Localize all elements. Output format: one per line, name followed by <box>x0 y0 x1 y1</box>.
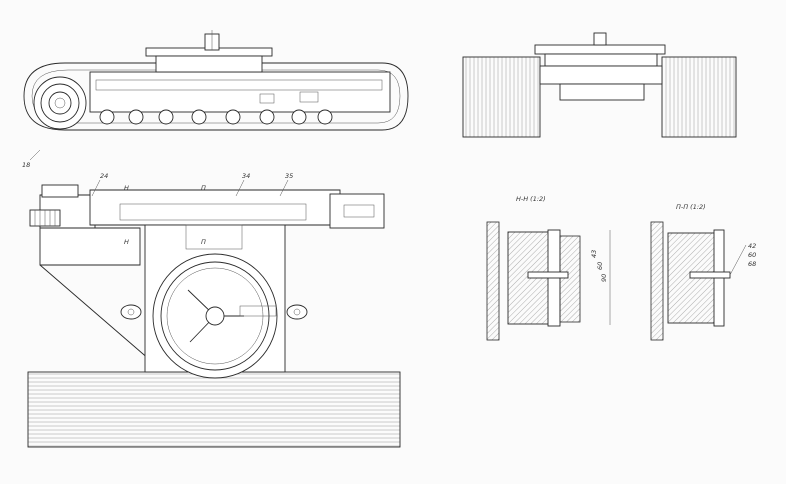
front-track-left <box>462 56 541 138</box>
plan-gearbox <box>39 227 141 266</box>
plan-beam-slot <box>119 203 307 221</box>
front-turntable <box>534 44 666 55</box>
section-hh: Н-Н (1:2) 90 43 60 <box>486 195 611 341</box>
callout-35: 35 <box>285 172 293 180</box>
plan-view: 24 34 35 H H П П <box>27 172 401 448</box>
callout-34: 34 <box>242 172 250 180</box>
section-hh-title: Н-Н (1:2) <box>516 195 546 203</box>
front-beam <box>544 53 658 67</box>
hh-dim-2: 60 <box>596 262 604 270</box>
callout-18: 18 <box>22 161 30 169</box>
section-pp-title: П-П (1:2) <box>676 203 706 211</box>
cut-mark-p-bottom: П <box>201 238 206 246</box>
section-pp-bolt <box>689 271 731 279</box>
road-wheels <box>99 109 333 125</box>
drive-sprocket <box>33 76 87 130</box>
side-frame-rail <box>95 79 383 91</box>
plan-end-bracket <box>329 193 385 229</box>
hh-dim-1: 43 <box>590 250 598 258</box>
front-view <box>462 32 737 138</box>
turntable-base <box>155 55 263 73</box>
section-pp: П-П (1:2) 42 60 68 <box>650 203 756 341</box>
track-outline <box>23 62 409 131</box>
cut-mark-h-top: H <box>124 184 129 192</box>
cut-mark-h-bottom: H <box>124 238 129 246</box>
pp-dim-2: 60 <box>748 251 756 259</box>
plan-motor <box>41 184 79 198</box>
side-view: 18 <box>22 30 409 169</box>
front-axle <box>559 83 645 101</box>
lug-left <box>120 304 142 320</box>
lug-right <box>286 304 308 320</box>
pp-dim-3: 68 <box>748 260 756 268</box>
plan-track <box>27 371 401 448</box>
front-track-right <box>661 56 737 138</box>
track-inner <box>31 69 401 124</box>
hh-height: 90 <box>600 274 608 282</box>
cut-mark-p-top: П <box>201 184 206 192</box>
front-frame <box>539 65 663 85</box>
side-frame <box>89 71 391 113</box>
pp-dim-1: 42 <box>748 242 756 250</box>
callout-24: 24 <box>100 172 108 180</box>
front-column <box>593 32 607 46</box>
section-hh-bolt <box>527 271 569 279</box>
